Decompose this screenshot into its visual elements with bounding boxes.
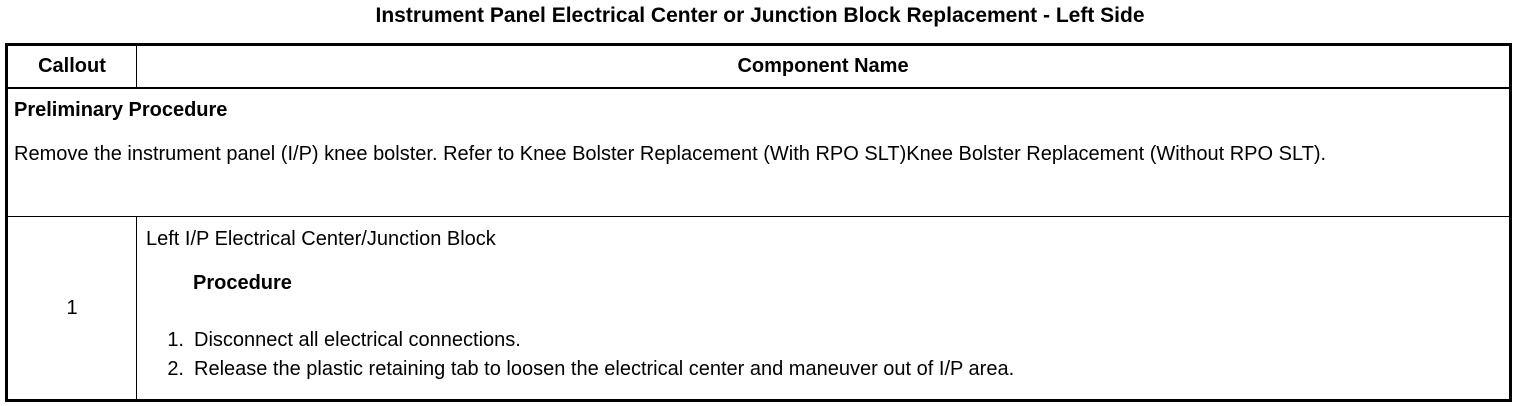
- preliminary-procedure-title: Preliminary Procedure: [14, 99, 228, 121]
- component-name: Left I/P Electrical Center/Junction Bloc…: [146, 228, 496, 250]
- component-cell: Left I/P Electrical Center/Junction Bloc…: [136, 216, 1511, 401]
- table-header-row: Callout Component Name: [6, 44, 1511, 89]
- procedure-table: Callout Component Name Preliminary Proce…: [5, 43, 1512, 402]
- callout-column-header: Callout: [6, 44, 137, 89]
- preliminary-procedure-cell: Preliminary Procedure Remove the instrum…: [6, 87, 1511, 217]
- preliminary-procedure-row: Preliminary Procedure Remove the instrum…: [6, 87, 1511, 217]
- procedure-heading: Procedure: [193, 272, 292, 294]
- step-number: 1.: [167, 329, 184, 351]
- procedure-steps-list: 1. Disconnect all electrical connections…: [146, 328, 1501, 386]
- procedure-step: 1. Disconnect all electrical connections…: [146, 328, 1501, 357]
- table-row: 1 Left I/P Electrical Center/Junction Bl…: [6, 216, 1511, 401]
- preliminary-procedure-text: Remove the instrument panel (I/P) knee b…: [14, 143, 1327, 165]
- procedure-step: 2. Release the plastic retaining tab to …: [146, 357, 1501, 386]
- callout-number: 1: [6, 216, 137, 401]
- document-title: Instrument Panel Electrical Center or Ju…: [375, 4, 1145, 27]
- step-text: Disconnect all electrical connections.: [194, 329, 521, 351]
- component-name-column-header: Component Name: [136, 44, 1511, 89]
- step-number: 2.: [167, 358, 184, 380]
- step-text: Release the plastic retaining tab to loo…: [194, 358, 1015, 380]
